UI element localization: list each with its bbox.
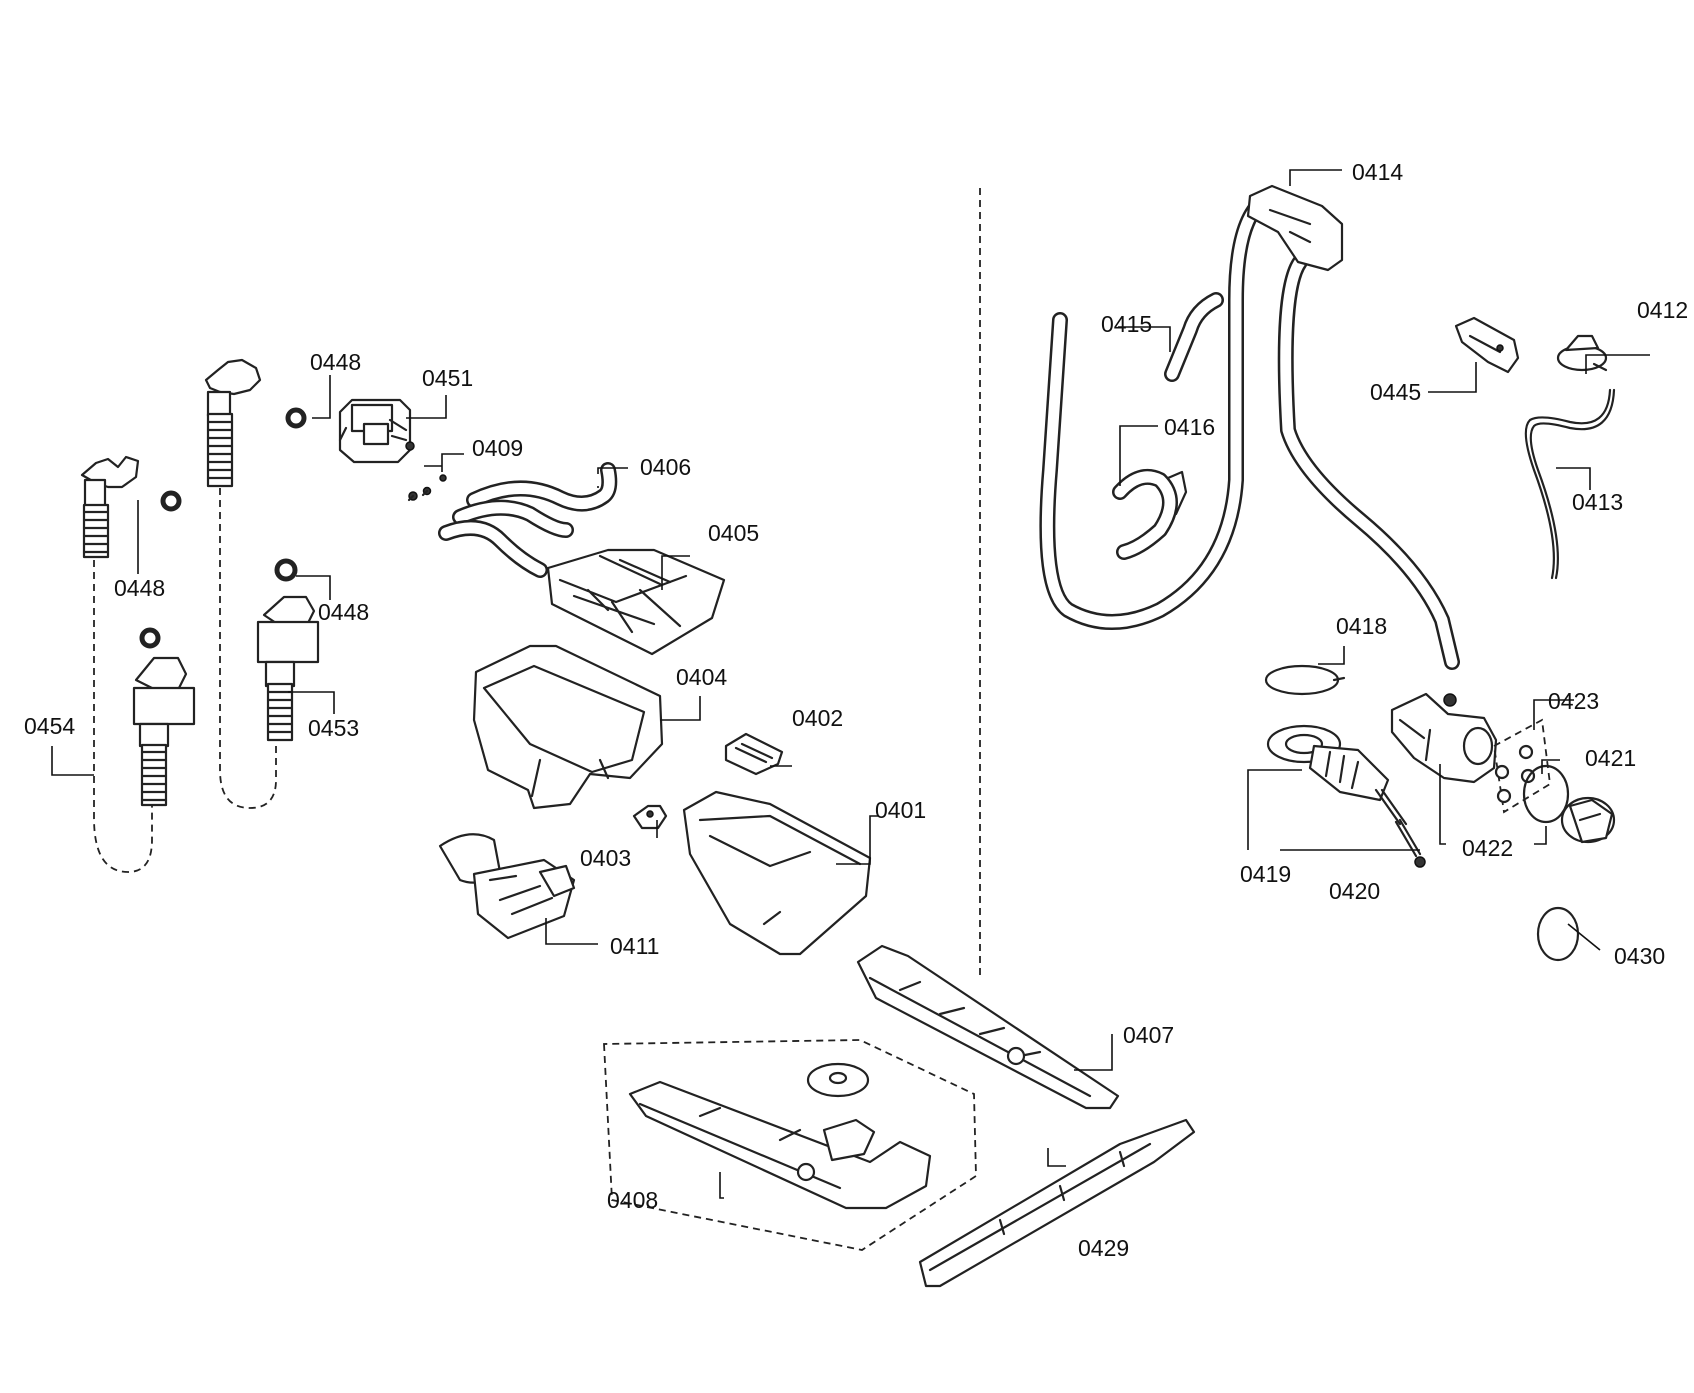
label-0448-left: 0448 [114, 575, 165, 601]
washer-0448-b [139, 627, 161, 649]
label-0445: 0445 [1370, 379, 1421, 405]
label-0420: 0420 [1329, 878, 1380, 904]
detergent-housing-0404 [472, 644, 664, 810]
hose-0453-link [219, 488, 277, 809]
inlet-hose-0454-upper [80, 455, 140, 559]
screws-0409 [407, 474, 447, 502]
bellows-hose-0411 [438, 833, 576, 940]
label-0429: 0429 [1078, 1235, 1129, 1261]
label-0413: 0413 [1572, 489, 1623, 515]
inlet-hose-0453-lower [256, 595, 320, 742]
distributor-0405 [546, 548, 726, 656]
label-0423: 0423 [1548, 688, 1599, 714]
water-valve-0451 [338, 398, 415, 464]
siphon-part-0402 [724, 732, 784, 776]
label-0407: 0407 [1123, 1022, 1174, 1048]
washer-0448-c [285, 407, 307, 429]
drawer-tray-0401 [682, 790, 872, 956]
hose-0415 [1164, 292, 1224, 382]
pressure-hose-0413 [1524, 388, 1616, 580]
label-0418: 0418 [1336, 613, 1387, 639]
label-0448-top: 0448 [310, 349, 361, 375]
rail-0429 [918, 1118, 1196, 1288]
washer-0448-d [274, 558, 298, 582]
label-0421: 0421 [1585, 745, 1636, 771]
label-0404: 0404 [676, 664, 727, 690]
label-0408: 0408 [607, 1187, 658, 1213]
hose-0454-link [93, 560, 153, 873]
drain-hose-0414 [1039, 184, 1460, 670]
part-number-labels: 0401 0402 0403 0404 0405 0406 0407 0408 … [24, 159, 1688, 1261]
label-0448-mid: 0448 [318, 599, 369, 625]
clamp-0418 [1264, 664, 1346, 696]
clip-0403 [632, 804, 668, 830]
washer-0448-a [160, 490, 182, 512]
label-0451: 0451 [422, 365, 473, 391]
label-0416: 0416 [1164, 414, 1215, 440]
label-0412: 0412 [1637, 297, 1688, 323]
label-0403: 0403 [580, 845, 631, 871]
label-0406: 0406 [640, 454, 691, 480]
sump-hose-0419 [1266, 724, 1408, 826]
gasket-0421 [1522, 764, 1570, 824]
label-0422: 0422 [1462, 835, 1513, 861]
inlet-hose-0454-lower [132, 656, 196, 807]
leader-lines [51, 169, 1650, 1199]
crossbar-0407 [856, 944, 1120, 1110]
label-0414: 0414 [1352, 159, 1403, 185]
pump-filter-0422 [1560, 796, 1616, 844]
label-0419: 0419 [1240, 861, 1291, 887]
drain-pump-0422 [1390, 692, 1498, 784]
hoses-0406 [438, 462, 618, 578]
cover-0430 [1536, 906, 1580, 962]
label-0415: 0415 [1101, 311, 1152, 337]
pressure-switch-0412 [1556, 334, 1608, 372]
elbow-hose-0416 [1112, 469, 1188, 560]
label-0453: 0453 [308, 715, 359, 741]
bracket-0445 [1454, 316, 1520, 374]
inlet-hose-0453-upper [204, 358, 262, 488]
label-0402: 0402 [792, 705, 843, 731]
label-0401: 0401 [875, 797, 926, 823]
label-0409: 0409 [472, 435, 523, 461]
label-0405: 0405 [708, 520, 759, 546]
bolt-0420 [1394, 818, 1426, 868]
label-0430: 0430 [1614, 943, 1665, 969]
mounting-plate-0408 [603, 1039, 977, 1251]
label-0411: 0411 [610, 933, 659, 959]
label-0454: 0454 [24, 713, 75, 739]
